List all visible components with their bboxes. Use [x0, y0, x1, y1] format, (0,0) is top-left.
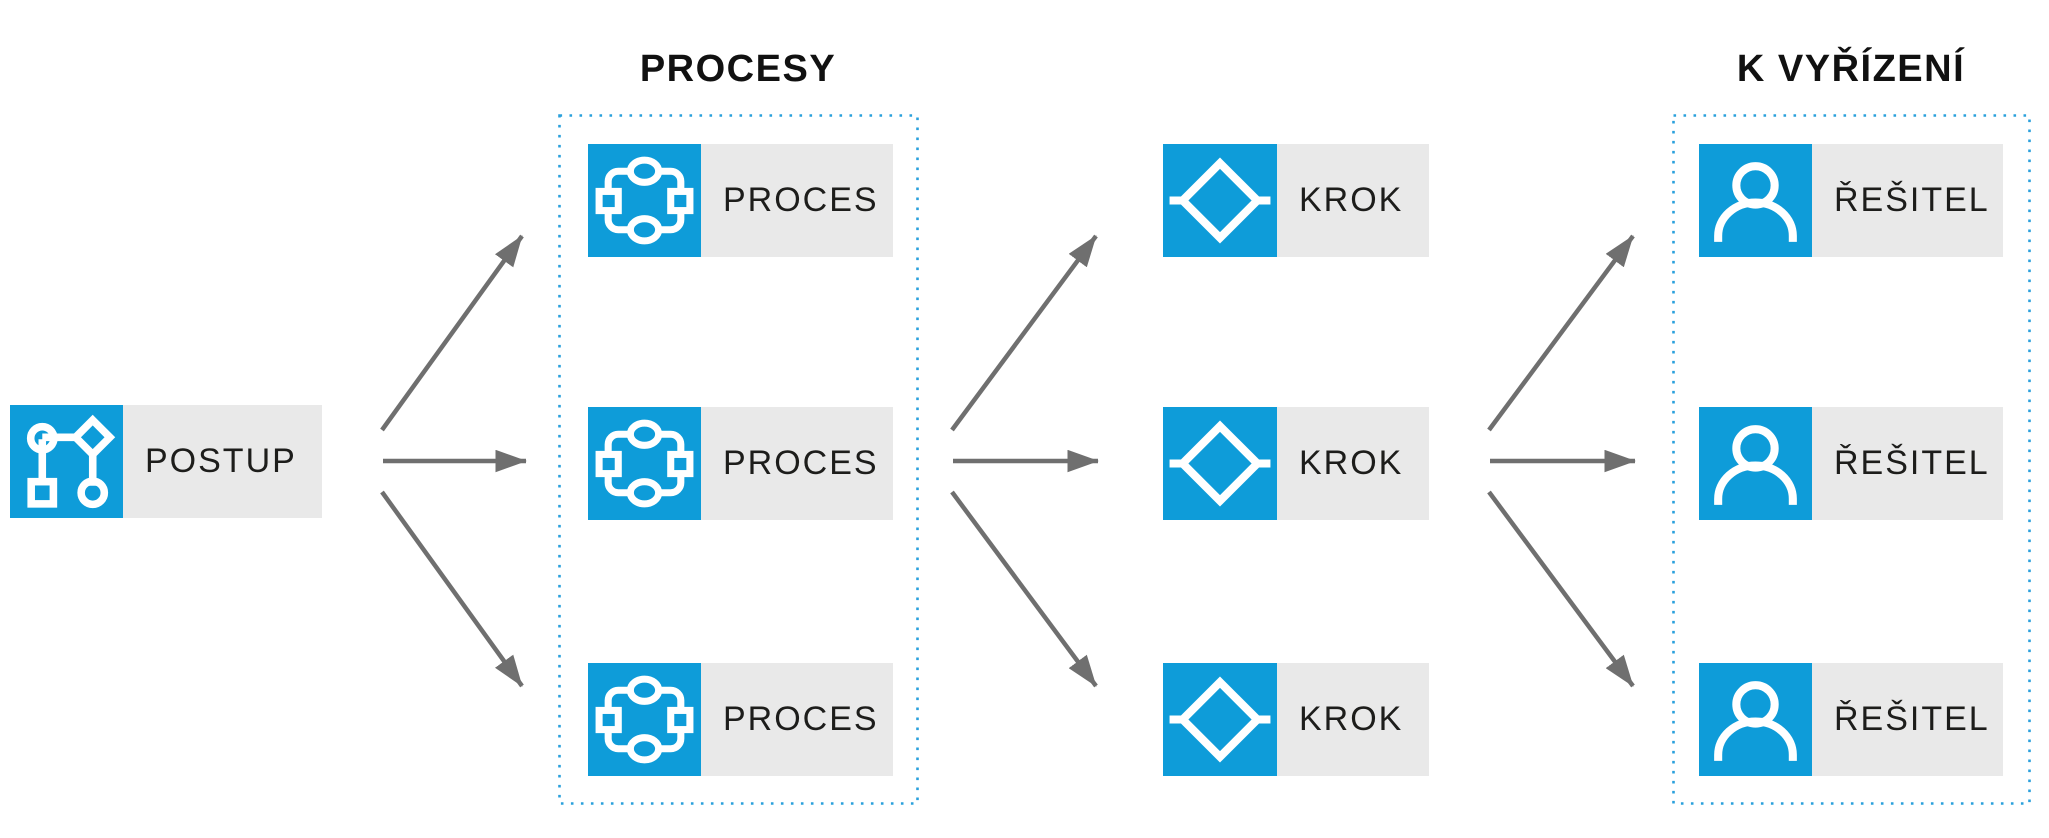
- process-icon: [588, 144, 701, 257]
- workflow-icon: [10, 405, 123, 518]
- node-proces-1: PROCES: [588, 144, 893, 257]
- node-resitel-2: ŘEŠITEL: [1699, 407, 2003, 520]
- node-krok-1: KROK: [1163, 144, 1429, 257]
- node-resitel-1: ŘEŠITEL: [1699, 144, 2003, 257]
- node-label: ŘEŠITEL: [1812, 407, 2003, 520]
- node-label: ŘEŠITEL: [1812, 663, 2003, 776]
- node-resitel-3: ŘEŠITEL: [1699, 663, 2003, 776]
- arrow-krok-to-resitel-1: [1487, 234, 1635, 432]
- node-postup: POSTUP: [10, 405, 322, 518]
- decision-step-icon: [1163, 144, 1277, 257]
- group-k-vyrizeni: [1672, 114, 2031, 805]
- node-label: PROCES: [701, 144, 893, 257]
- node-label: ŘEŠITEL: [1812, 144, 2003, 257]
- node-label: KROK: [1277, 663, 1429, 776]
- decision-step-icon: [1163, 407, 1277, 520]
- person-icon: [1699, 407, 1812, 520]
- arrow-krok-to-resitel-3: [1487, 490, 1635, 688]
- node-label: POSTUP: [123, 405, 322, 518]
- node-proces-2: PROCES: [588, 407, 893, 520]
- arrow-proces-to-krok-1: [950, 234, 1098, 432]
- dotted-border: [1672, 114, 2031, 805]
- arrow-postup-to-proces-3: [380, 490, 524, 688]
- node-proces-3: PROCES: [588, 663, 893, 776]
- node-label: KROK: [1277, 144, 1429, 257]
- arrow-postup-to-proces-1: [380, 234, 524, 432]
- process-icon: [588, 663, 701, 776]
- node-krok-2: KROK: [1163, 407, 1429, 520]
- process-icon: [588, 407, 701, 520]
- decision-step-icon: [1163, 663, 1277, 776]
- node-label: PROCES: [701, 663, 893, 776]
- arrow-proces-to-krok-3: [950, 490, 1098, 688]
- person-icon: [1699, 663, 1812, 776]
- person-icon: [1699, 144, 1812, 257]
- node-label: KROK: [1277, 407, 1429, 520]
- node-krok-3: KROK: [1163, 663, 1429, 776]
- dotted-border: [558, 114, 919, 805]
- group-title-k-vyrizeni: K VYŘÍZENÍ: [1736, 48, 1966, 90]
- node-label: PROCES: [701, 407, 893, 520]
- group-procesy: [558, 114, 919, 805]
- group-title-procesy: PROCESY: [639, 48, 837, 90]
